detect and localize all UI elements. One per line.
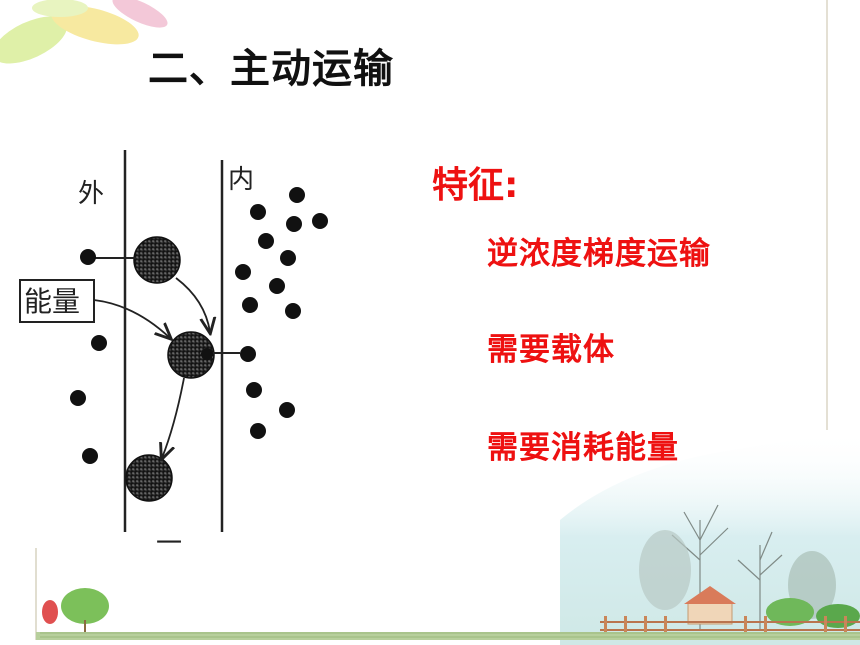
- inside-molecule: [285, 303, 301, 319]
- carrier-protein-bottom: [125, 454, 173, 502]
- feature-item-energy: 需要消耗能量: [487, 430, 679, 466]
- inside-molecule: [258, 233, 274, 249]
- carrier-move-arrow-2: [162, 377, 185, 458]
- inside-molecule: [242, 297, 258, 313]
- inside-label: 内: [228, 165, 254, 195]
- outside-molecule: [80, 249, 96, 265]
- carrier-protein-top: [133, 236, 181, 284]
- carrier-protein-middle: [167, 331, 215, 379]
- inside-molecule: [246, 382, 262, 398]
- carrier-move-arrow-1: [175, 277, 210, 332]
- energy-label: 能量: [24, 285, 80, 318]
- inside-molecule: [240, 346, 256, 362]
- outside-molecule: [70, 390, 86, 406]
- energy-arrow: [93, 299, 170, 338]
- scenery-decoration: [35, 430, 860, 645]
- bottom-mark: 一: [156, 529, 182, 559]
- inside-molecule: [280, 250, 296, 266]
- corner-flower-decoration: [0, 0, 168, 64]
- inside-molecule: [312, 213, 328, 229]
- inside-molecule: [286, 216, 302, 232]
- inside-molecule: [269, 278, 285, 294]
- inside-molecule: [250, 204, 266, 220]
- feature-item-gradient: 逆浓度梯度运输: [487, 236, 711, 272]
- outside-label: 外: [78, 179, 104, 209]
- outside-molecule: [82, 448, 98, 464]
- slide-title: 二、主动运输: [148, 46, 394, 92]
- outside-molecule: [91, 335, 107, 351]
- feature-item-carrier: 需要载体: [487, 332, 615, 368]
- active-transport-diagram: 外 内 能量 一: [19, 150, 328, 559]
- inside-molecule: [279, 402, 295, 418]
- inside-molecule: [289, 187, 305, 203]
- bound-molecule: [201, 348, 213, 360]
- right-border-rule: [826, 0, 828, 430]
- feature-heading: 特征:: [432, 165, 519, 206]
- inside-molecule: [235, 264, 251, 280]
- inside-molecule: [250, 423, 266, 439]
- energy-label-box: [19, 279, 95, 323]
